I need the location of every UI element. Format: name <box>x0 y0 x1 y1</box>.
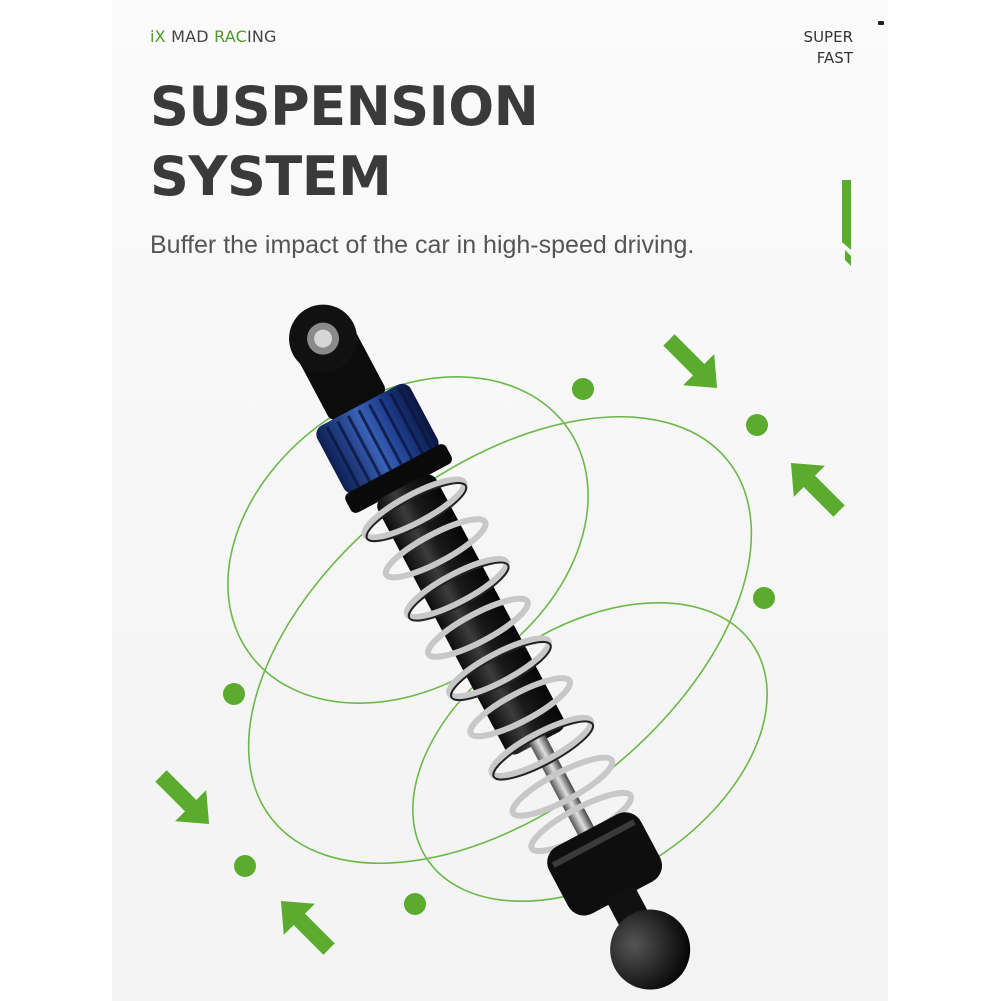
arrow-icon <box>790 462 845 517</box>
title-line-1: SUSPENSION <box>150 75 539 138</box>
tagline-line-2: FAST <box>816 49 853 67</box>
compression-arrows <box>155 334 845 955</box>
green-dot <box>234 855 256 877</box>
page-title: SUSPENSION SYSTEM <box>150 72 539 212</box>
title-line-2: SYSTEM <box>150 145 392 208</box>
green-dot <box>404 893 426 915</box>
arrow-icon <box>155 770 210 825</box>
brand-logo: iX MAD RACING <box>150 27 277 46</box>
corner-mark <box>878 21 884 25</box>
ball-end <box>610 909 691 990</box>
tagline-line-1: SUPER <box>803 28 853 46</box>
green-dot <box>746 414 768 436</box>
subtitle: Buffer the impact of the car in high-spe… <box>150 231 695 259</box>
arrow-icon <box>280 900 335 955</box>
brand-mid: MAD <box>165 27 215 46</box>
background-panel <box>112 0 888 1001</box>
green-dot <box>223 683 245 705</box>
brand-prefix: iX <box>150 27 166 46</box>
tagline: SUPER FAST <box>733 27 853 69</box>
brand-suffix: ING <box>246 27 277 46</box>
green-dots <box>223 378 775 915</box>
spring-coils <box>361 476 635 855</box>
top-eyelet <box>289 304 386 420</box>
brand-accent: RAC <box>214 27 247 46</box>
green-dot <box>753 587 775 609</box>
green-dot <box>572 378 594 400</box>
shock-absorber <box>289 304 691 990</box>
arrow-icon <box>663 334 718 389</box>
blue-knurled-cap <box>316 383 452 513</box>
accent-stripe <box>842 180 851 266</box>
